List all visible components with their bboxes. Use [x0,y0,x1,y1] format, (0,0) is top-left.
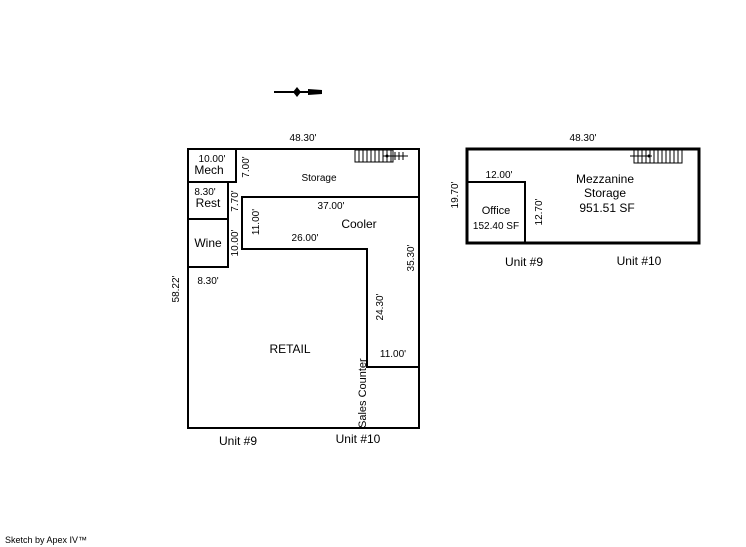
stairs-icon [354,149,408,163]
mezzanine-top-dimension: 48.30' [570,133,597,144]
wine-height: 10.00' [230,229,241,256]
mezzanine-unit-9-label: Unit #9 [505,255,543,269]
mezzanine-label-line2: Storage [584,186,626,200]
cooler-lower-dimension: 24.30' [375,293,386,320]
mezzanine-area: 951.51 SF [579,201,634,215]
cooler-top-dimension: 37.00' [318,201,345,212]
main-top-dimension: 48.30' [290,133,317,144]
mech-height: 7.00' [241,156,252,177]
compass-icon [274,87,322,97]
unit-9-label: Unit #9 [219,434,257,448]
mech-label: Mech [194,163,223,177]
mezzanine-label-line1: Mezzanine [576,172,634,186]
storage-label: Storage [301,173,336,184]
office-room [467,181,526,243]
cooler-label: Cooler [341,217,376,231]
office-label: Office [482,205,511,217]
mech-room [188,149,237,183]
cooler-right-dimension: 35.30' [406,244,417,271]
main-outline [187,148,420,429]
sketch-credit: Sketch by Apex IV™ [5,535,87,545]
rest-height: 7.70' [230,190,241,211]
wine-label: Wine [194,236,222,250]
mezzanine-plan: 48.30' 19.70' 12.00' 12.70' Office 152.4… [450,133,701,269]
cooler-inner-dimension: 26.00' [292,233,319,244]
main-height-dimension: 58.22' [171,275,182,302]
cooler-left-dimension: 11.00' [251,209,262,235]
office-width: 12.00' [486,170,513,181]
sales-counter-label: Sales Counter [357,358,369,428]
retail-label: RETAIL [269,342,310,356]
cooler-room [241,196,419,368]
unit-10-label: Unit #10 [336,432,381,446]
office-height: 12.70' [534,198,545,225]
mezzanine-outline [465,147,701,245]
rest-width: 8.30' [194,187,215,198]
wine-room [188,219,229,268]
office-area: 152.40 SF [473,221,519,232]
mezzanine-unit-10-label: Unit #10 [617,254,662,268]
cooler-bottom-dimension: 11.00' [380,349,406,360]
rest-label: Rest [196,196,221,210]
mezzanine-height-dimension: 19.70' [450,181,461,208]
wine-width: 8.30' [197,276,218,287]
mech-width: 10.00' [199,154,226,165]
stairs-icon [630,149,683,164]
main-floor-plan: 48.30' 58.22' 10.00' Mech 7.00' 8.30' Re… [171,133,420,448]
